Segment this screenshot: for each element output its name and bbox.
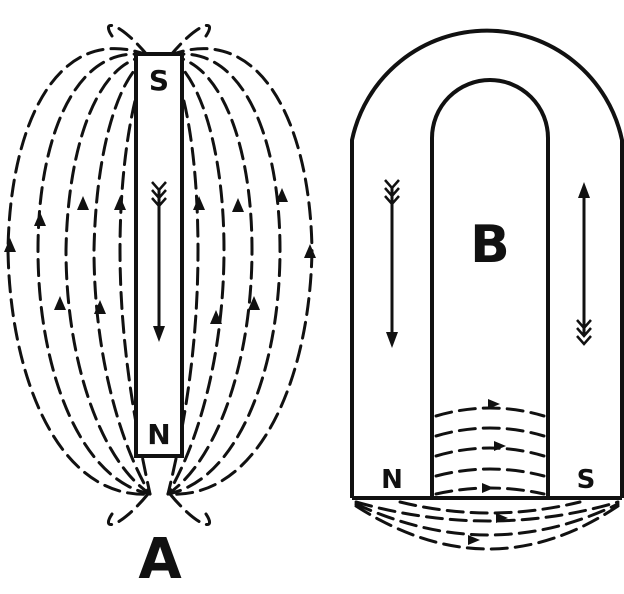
field-arrow-icon [468, 535, 480, 545]
field-line [8, 49, 150, 495]
field-arrow-icon [34, 212, 46, 226]
field-line [168, 49, 312, 495]
figure-label: B [470, 215, 510, 275]
field-arrow-icon [482, 483, 494, 493]
bar-magnet-figure: S N A [4, 25, 316, 592]
horseshoe-magnet-figure: B N S [352, 31, 622, 549]
field-arrow-icon [193, 196, 205, 210]
field-arrow-icon [232, 198, 244, 212]
field-arrow-icon [304, 244, 316, 258]
field-arrow-icon [4, 238, 16, 252]
field-line [436, 408, 544, 416]
pole-label-bottom: N [147, 418, 170, 451]
pole-label-top: S [149, 64, 169, 97]
field-line [108, 494, 148, 525]
left-limb-arrow [385, 180, 399, 348]
field-line [436, 428, 544, 436]
field-line [436, 469, 544, 476]
right-limb-arrow [577, 182, 591, 344]
field-line [400, 502, 580, 513]
field-line [436, 448, 544, 456]
pole-label-right: S [577, 465, 596, 495]
outer-field-lines [356, 502, 618, 549]
field-lines-right [168, 25, 312, 524]
gap-arrows [468, 399, 508, 545]
field-line [170, 25, 210, 56]
field-line [108, 25, 148, 56]
field-arrow-icon [54, 296, 66, 310]
horseshoe-inner [432, 80, 548, 498]
field-arrow-icon [114, 196, 126, 210]
field-lines-left [8, 25, 150, 524]
field-arrow-icon [77, 196, 89, 210]
pole-label-left: N [381, 465, 403, 495]
figure-label: A [138, 527, 182, 592]
field-line [170, 494, 210, 525]
gap-field-lines [436, 408, 544, 494]
